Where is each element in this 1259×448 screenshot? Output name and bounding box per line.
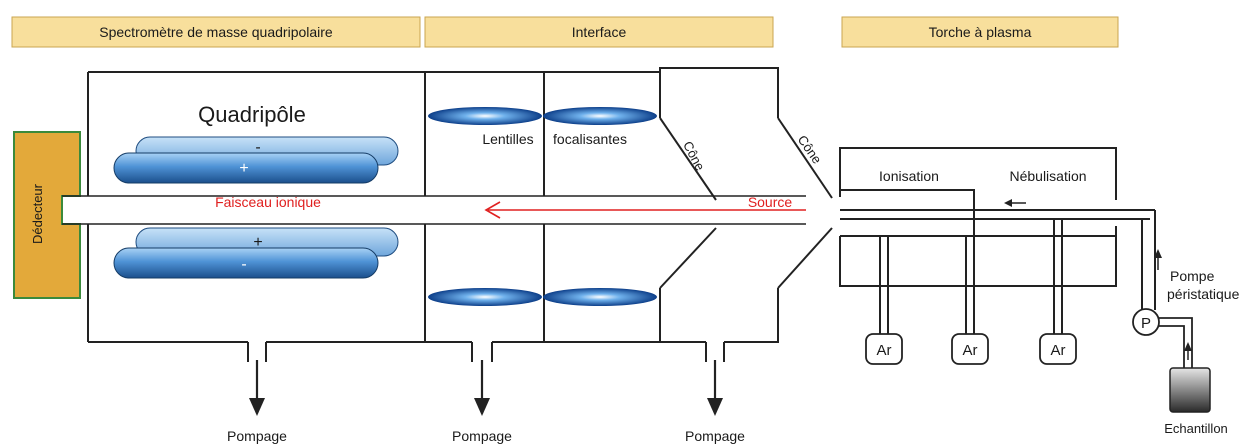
pump-label-line-2: péristatique [1167,286,1240,302]
header-plasma-torch-label: Torche à plasma [929,24,1032,40]
pumping-label-1: Pompage [227,428,287,444]
header-interface: Interface [424,16,774,48]
argon-supply-1: Ar [865,333,903,365]
rod-sign-top-lower: + [239,160,248,177]
argon-label-2: Ar [963,342,978,359]
pumping-label-3: Pompage [685,428,745,444]
argon-label-1: Ar [877,342,892,359]
pumping-arrow-1 [249,360,265,416]
sample-label: Echantillon [1164,421,1228,436]
header-mass-spectrometer: Spectromètre de masse quadripolaire [11,16,421,48]
ionisation-label: Ionisation [879,168,939,184]
detector: Dédecteur [13,131,81,299]
detector-label: Dédecteur [30,183,45,244]
pump-label-line-1: Pompe [1170,268,1215,284]
flow-arrow-icon [1004,199,1026,207]
pumping-label-2: Pompage [452,428,512,444]
pumping-arrow-2 [474,360,490,416]
rod-sign-bottom-lower: - [241,256,246,273]
argon-supply-3: Ar [1039,333,1077,365]
up-arrow-sample-icon [1184,342,1192,360]
peristaltic-pump: P [1132,308,1193,368]
nebulisation-label: Nébulisation [1009,168,1086,184]
ion-beam [484,201,806,219]
lens-label-1: Lentilles [482,131,533,147]
quadrupole-rods-top: - + [113,136,399,184]
rod-sign-top-upper: - [255,139,260,156]
header-plasma-torch: Torche à plasma [841,16,1119,48]
argon-supply-2: Ar [951,333,989,365]
cone-label-1: Cône [680,139,708,173]
vacuum-chamber [87,67,833,362]
header-mass-spectrometer-label: Spectromètre de masse quadripolaire [99,24,333,40]
source-label: Source [748,194,793,210]
rod-sign-bottom-upper: + [253,234,262,251]
pumping-arrow-3 [707,360,723,416]
plasma-torch [839,147,1156,334]
lens-label-2: focalisantes [553,131,627,147]
argon-label-3: Ar [1051,342,1066,359]
ion-beam-label: Faisceau ionique [215,194,321,210]
ion-beam-channel [62,195,806,225]
focusing-lenses [428,107,657,306]
pump-symbol: P [1141,315,1151,332]
sample-container [1169,367,1211,413]
header-interface-label: Interface [572,24,627,40]
quadrupole-rods-bottom: + - [113,227,399,279]
up-arrow-icon [1154,249,1162,270]
quadrupole-label: Quadripôle [198,102,306,127]
